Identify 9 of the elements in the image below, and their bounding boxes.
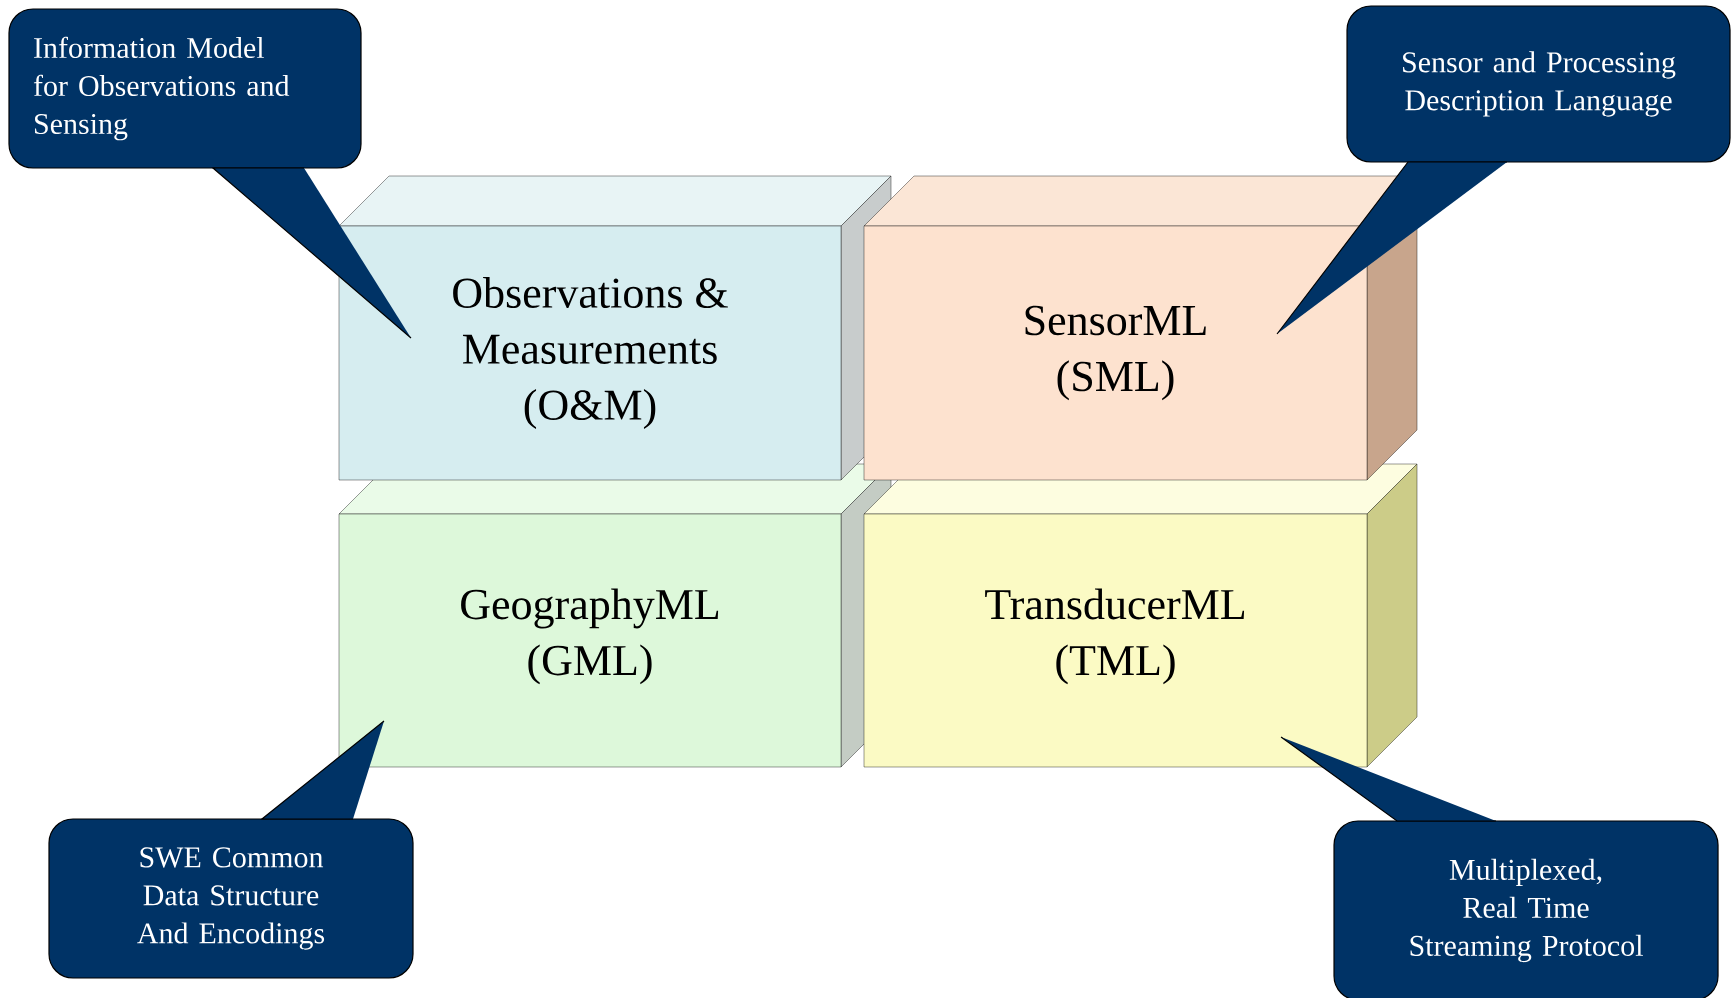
callout-tail (260, 720, 385, 820)
callout-tail (1276, 161, 1508, 335)
cuboid: SensorML (SML) (863, 175, 1418, 481)
cuboid: Observations & Measurements (O&M) (338, 175, 892, 481)
callout-box: Sensor and Processing Description Language (1346, 5, 1731, 163)
cuboid: TransducerML (TML) (863, 463, 1418, 768)
callout-box: Information Model for Observations and Sensing (8, 8, 362, 169)
callout-tail (211, 167, 412, 339)
cuboid: GeographyML (GML) (338, 463, 892, 768)
